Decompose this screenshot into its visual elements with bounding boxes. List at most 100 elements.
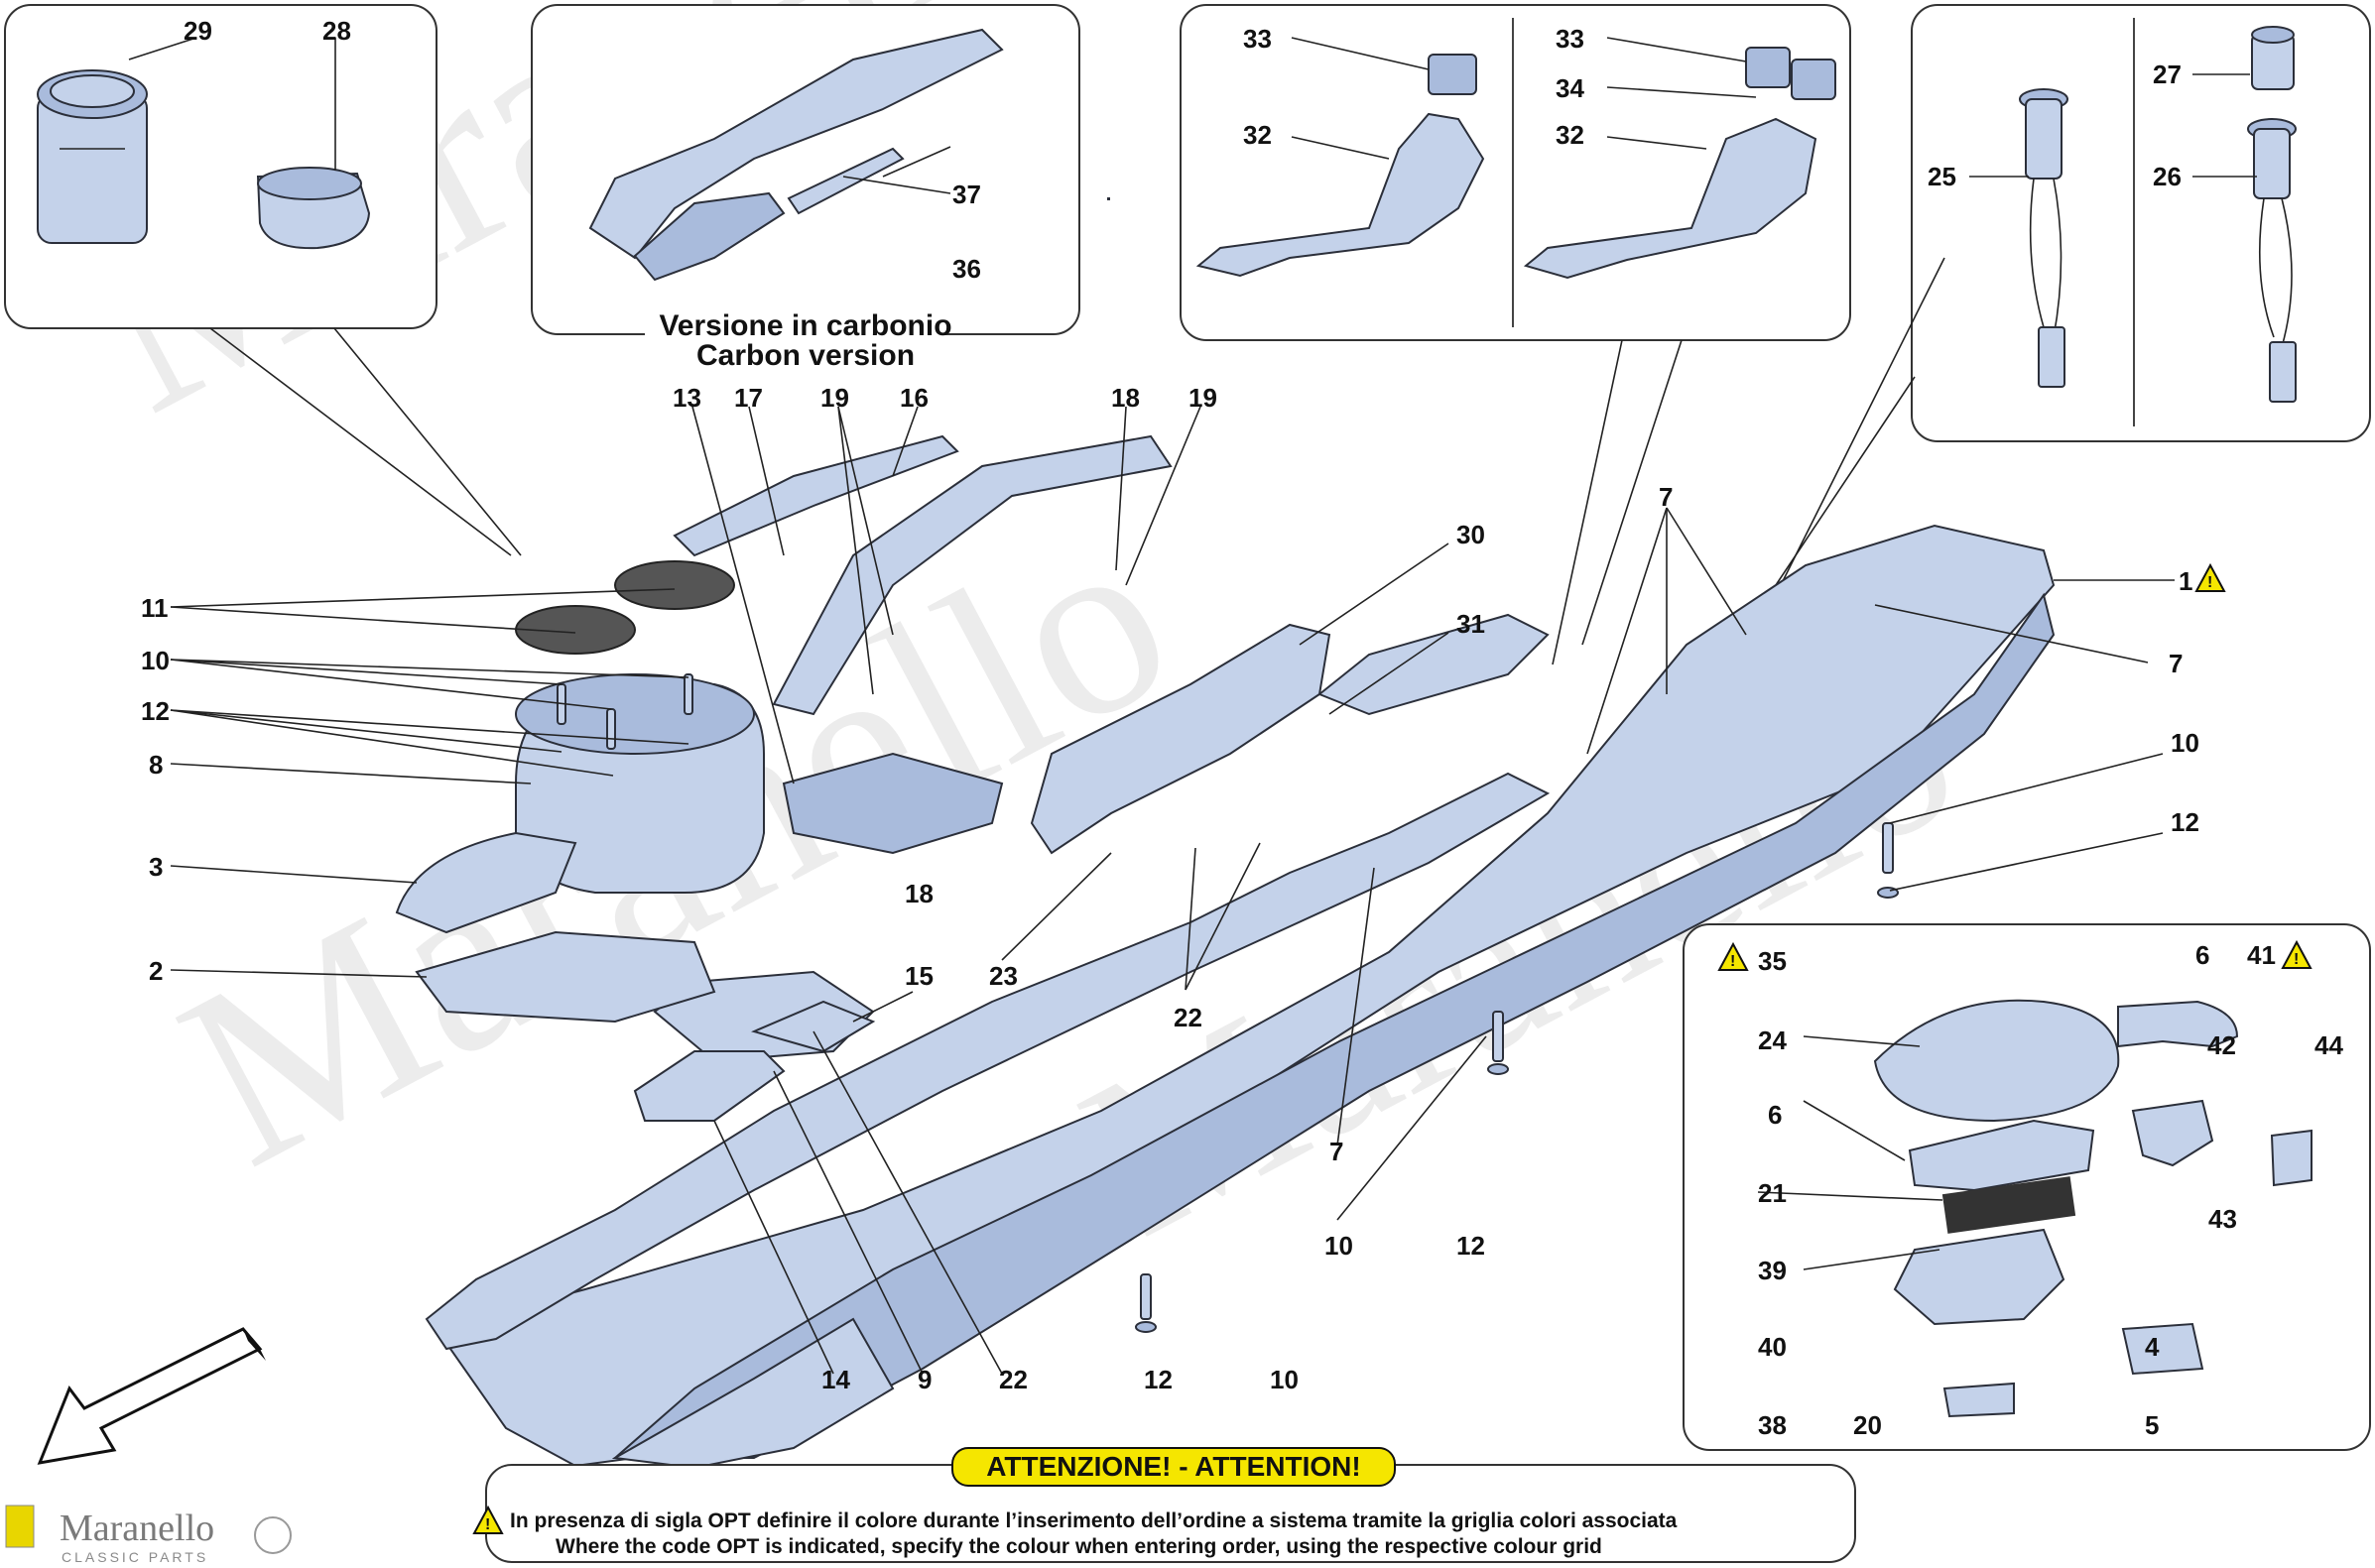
part-2-lower-tray bbox=[425, 772, 1551, 1351]
callout-12a: 12 bbox=[2171, 807, 2199, 837]
callout-23: 23 bbox=[989, 961, 1018, 991]
callout-labels: 29 28 37 36 33 32 33 34 32 27 25 26 13 1… bbox=[141, 16, 2343, 1440]
callout-10b: 10 bbox=[141, 646, 170, 675]
callout-27: 27 bbox=[2153, 60, 2182, 89]
warning-icon: ! bbox=[1717, 941, 1749, 971]
callout-36: 36 bbox=[952, 254, 981, 284]
part-30-center-trim bbox=[1030, 623, 1331, 855]
callout-7a: 7 bbox=[1659, 482, 1673, 512]
svg-text:!: ! bbox=[1730, 953, 1735, 970]
maranello-classic-parts-logo: Maranello CLASSIC PARTS bbox=[5, 1505, 292, 1565]
part-25-socket bbox=[2019, 88, 2068, 388]
callout-3: 3 bbox=[149, 852, 163, 882]
callout-28: 28 bbox=[322, 16, 351, 46]
callout-40: 40 bbox=[1758, 1332, 1787, 1362]
callout-32b: 32 bbox=[1556, 120, 1584, 150]
svg-text:!: ! bbox=[2294, 951, 2299, 968]
callout-6b: 6 bbox=[1768, 1100, 1782, 1130]
callout-32a: 32 bbox=[1243, 120, 1272, 150]
callout-2: 2 bbox=[149, 956, 163, 986]
callout-10a: 10 bbox=[2171, 728, 2199, 758]
svg-text:!: ! bbox=[2207, 574, 2212, 591]
callout-12c: 12 bbox=[1456, 1231, 1485, 1261]
callout-24: 24 bbox=[1758, 1025, 1787, 1055]
callout-5: 5 bbox=[2145, 1410, 2159, 1440]
inset-carbon-version bbox=[531, 4, 1080, 362]
carbon-version-caption: Versione in carbonio Carbon version bbox=[659, 309, 951, 372]
front-direction-arrow-icon bbox=[37, 1327, 266, 1465]
callout-35: 35 bbox=[1758, 946, 1787, 976]
callout-18b: 18 bbox=[905, 879, 934, 908]
caption-english: Carbon version bbox=[696, 339, 915, 372]
attention-text-italian: In presenza di sigla OPT definire il col… bbox=[510, 1509, 1678, 1532]
callout-12b: 12 bbox=[141, 696, 170, 726]
part-11-mat-b bbox=[614, 560, 735, 610]
callout-8: 8 bbox=[149, 750, 163, 780]
callout-6a: 6 bbox=[2195, 940, 2209, 970]
callout-22b: 22 bbox=[999, 1365, 1028, 1394]
callout-43: 43 bbox=[2208, 1204, 2237, 1234]
callout-25: 25 bbox=[1928, 162, 1956, 191]
callout-39: 39 bbox=[1758, 1256, 1787, 1285]
callout-7c: 7 bbox=[1329, 1137, 1343, 1166]
attention-notice: ATTENZIONE! - ATTENTION! ! In presenza d… bbox=[472, 1447, 1856, 1563]
callout-15: 15 bbox=[905, 961, 934, 991]
callout-18a: 18 bbox=[1111, 383, 1140, 413]
part-13-panel bbox=[782, 752, 1004, 855]
brand-sub: CLASSIC PARTS bbox=[62, 1549, 208, 1565]
callout-30: 30 bbox=[1456, 520, 1485, 549]
inset-power-sockets bbox=[1755, 4, 2371, 616]
callout-12d: 12 bbox=[1144, 1365, 1173, 1394]
inset-armrest-assembly bbox=[1683, 923, 2371, 1451]
warning-icon: ! bbox=[2194, 562, 2226, 592]
callout-21: 21 bbox=[1758, 1178, 1787, 1208]
callout-22a: 22 bbox=[1174, 1003, 1202, 1032]
callout-26: 26 bbox=[2153, 162, 2182, 191]
callout-16: 16 bbox=[900, 383, 929, 413]
warning-icons: ! ! ! bbox=[1717, 562, 2312, 971]
svg-text:!: ! bbox=[485, 1516, 490, 1533]
callout-34: 34 bbox=[1556, 73, 1584, 103]
inset-switch-bezels bbox=[1180, 4, 1851, 665]
warning-icon: ! bbox=[472, 1505, 504, 1534]
callout-41: 41 bbox=[2247, 940, 2276, 970]
inset-cupholder-lids bbox=[4, 4, 522, 556]
part-29-cup-insert bbox=[37, 69, 148, 244]
callout-37: 37 bbox=[952, 180, 981, 209]
callout-9: 9 bbox=[918, 1365, 932, 1394]
attention-text-english: Where the code OPT is indicated, specify… bbox=[556, 1535, 1602, 1558]
callout-11: 11 bbox=[141, 593, 169, 623]
brand-name: Maranello bbox=[60, 1508, 214, 1549]
part-28-cup-lid bbox=[256, 167, 371, 250]
part-16-upper-trim bbox=[772, 434, 1173, 716]
callout-1: 1 bbox=[2179, 566, 2192, 596]
callout-19b: 19 bbox=[1188, 383, 1217, 413]
callout-7b: 7 bbox=[2169, 649, 2183, 678]
callout-31: 31 bbox=[1456, 609, 1485, 639]
callout-33b: 33 bbox=[1556, 24, 1584, 54]
callout-44: 44 bbox=[2314, 1030, 2343, 1060]
callout-17: 17 bbox=[734, 383, 763, 413]
part-27-plug bbox=[2251, 26, 2295, 90]
callout-10c: 10 bbox=[1324, 1231, 1353, 1261]
callout-10d: 10 bbox=[1270, 1365, 1299, 1394]
part-26-socket bbox=[2247, 118, 2297, 403]
callout-42: 42 bbox=[2207, 1030, 2236, 1060]
part-17-strip bbox=[673, 434, 959, 557]
leader-lines bbox=[170, 406, 2175, 1375]
callout-20: 20 bbox=[1853, 1410, 1882, 1440]
part-11-mat-a bbox=[515, 605, 636, 655]
attention-title: ATTENZIONE! - ATTENTION! bbox=[986, 1451, 1360, 1482]
callout-14: 14 bbox=[821, 1365, 850, 1394]
callout-4: 4 bbox=[2145, 1332, 2160, 1362]
trident-emblem-icon bbox=[254, 1516, 292, 1554]
main-console-assembly bbox=[395, 197, 2056, 1470]
warning-icon: ! bbox=[2281, 939, 2312, 969]
callout-13: 13 bbox=[673, 383, 701, 413]
callout-38: 38 bbox=[1758, 1410, 1787, 1440]
part-3-trim bbox=[395, 831, 577, 934]
caption-italian: Versione in carbonio bbox=[659, 309, 951, 342]
callout-29: 29 bbox=[184, 16, 212, 46]
